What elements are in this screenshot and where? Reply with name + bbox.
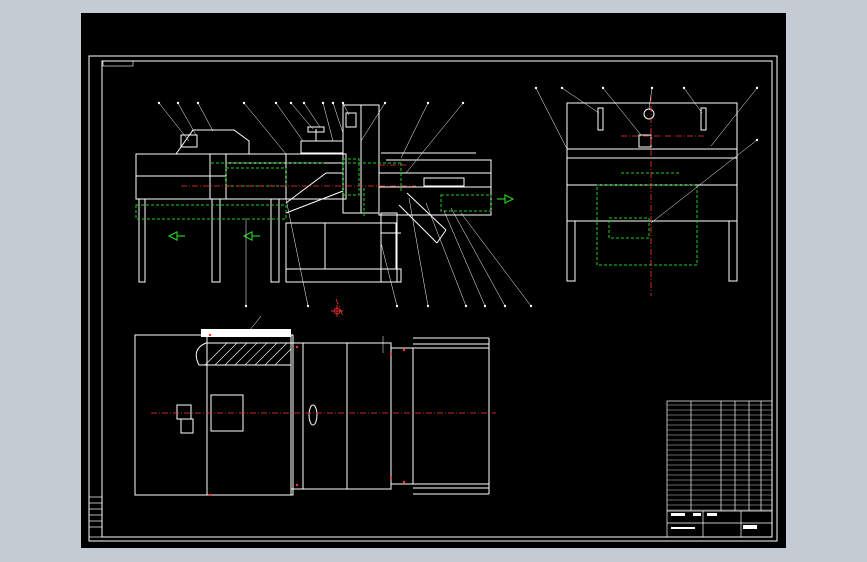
top-view-bolts [208, 333, 406, 497]
cad-drawing [88, 55, 778, 542]
top-view-leaders [245, 315, 384, 353]
top-view [134, 334, 490, 496]
side-view-balloons [534, 86, 759, 142]
revision-block [88, 496, 103, 538]
front-view-balloons [157, 101, 533, 308]
front-view-hidden [135, 158, 492, 220]
outer-frame [88, 55, 778, 542]
inner-frame [101, 60, 773, 538]
side-view-centerline [621, 95, 706, 296]
flow-arrows [167, 194, 515, 241]
side-view-leaders [535, 87, 758, 224]
front-view-leaders [158, 102, 532, 307]
side-view-hidden [596, 172, 698, 266]
red-mark [331, 305, 343, 317]
title-block-rows [667, 404, 772, 511]
top-view-hatch [195, 329, 292, 366]
front-view [135, 104, 492, 283]
title-block-marks [671, 513, 757, 529]
front-view-centerlines [181, 164, 416, 317]
title-block [666, 400, 773, 538]
drawing-sheet [81, 13, 786, 548]
side-view [566, 102, 738, 282]
top-left-tag [102, 60, 134, 67]
